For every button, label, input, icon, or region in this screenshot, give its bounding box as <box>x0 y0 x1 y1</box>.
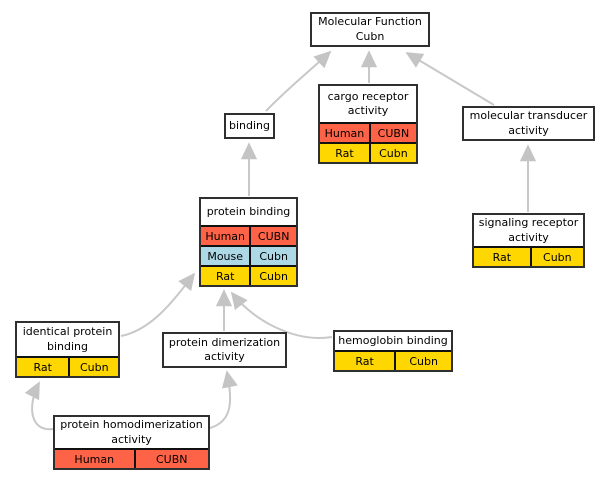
edge-binding-to-molecular-function <box>265 50 332 112</box>
annotation-row-rat[interactable]: Rat Cubn <box>17 356 118 376</box>
node-title: signaling receptor activity <box>478 216 579 244</box>
gene-cell: Cubn <box>529 248 583 266</box>
edge-hemoglobin-binding-to-protein-binding <box>230 291 333 339</box>
gene-cell: CUBN <box>368 124 416 142</box>
node-title: cargo receptor activity <box>327 89 409 117</box>
node-title: binding <box>228 118 270 132</box>
annotation-row-human[interactable]: Human CUBN <box>320 122 416 142</box>
annotation-row-human[interactable]: Human CUBN <box>55 448 208 468</box>
node-title: protein binding <box>206 204 291 218</box>
species-cell: Rat <box>33 360 52 374</box>
node-identical-protein-binding[interactable]: identical protein binding Rat Cubn <box>15 321 120 378</box>
annotation-row-rat[interactable]: Rat Cubn <box>320 142 416 162</box>
species-cell: Mouse <box>207 249 244 263</box>
node-cargo-receptor-activity[interactable]: cargo receptor activity Human CUBN Rat C… <box>318 84 418 164</box>
species-cell: Human <box>205 229 246 243</box>
node-molecular-function-cubn[interactable]: Molecular Function Cubn <box>310 12 430 47</box>
edge-identical-protein-binding-to-protein-binding <box>120 272 196 337</box>
annotation-row-rat[interactable]: Rat Cubn <box>474 246 583 266</box>
gene-cell: CUBN <box>249 227 296 245</box>
node-title: protein dimerization activity <box>168 335 281 363</box>
annotation-row-human[interactable]: Human CUBN <box>201 225 296 245</box>
edge-protein-homodimerization-to-protein-dimerization <box>209 370 238 429</box>
species-cell: Rat <box>335 146 354 160</box>
node-protein-homodimerization-activity[interactable]: protein homodimerization activity Human … <box>53 415 210 470</box>
annotation-row-mouse[interactable]: Mouse Cubn <box>201 245 296 265</box>
gene-cell: Cubn <box>394 352 451 370</box>
gene-cell: CUBN <box>133 450 208 468</box>
node-signaling-receptor-activity[interactable]: signaling receptor activity Rat Cubn <box>472 213 585 268</box>
species-cell: Rat <box>215 269 235 283</box>
species-cell: Human <box>324 126 365 140</box>
edge-protein-homodimerization-to-identical-protein-binding <box>24 381 54 431</box>
node-protein-dimerization-activity[interactable]: protein dimerization activity <box>162 332 287 368</box>
node-hemoglobin-binding[interactable]: hemoglobin binding Rat Cubn <box>333 330 453 372</box>
node-binding[interactable]: binding <box>224 113 275 139</box>
species-cell: Rat <box>492 250 512 264</box>
edge-molecular-transducer-to-molecular-function <box>405 52 495 106</box>
gene-cell: Cubn <box>249 267 296 285</box>
species-cell: Human <box>74 452 115 466</box>
node-protein-binding[interactable]: protein binding Human CUBN Mouse Cubn Ra… <box>199 197 298 287</box>
node-molecular-transducer-activity[interactable]: molecular transducer activity <box>462 106 595 141</box>
node-title: Molecular Function Cubn <box>318 15 422 43</box>
annotation-row-rat[interactable]: Rat Cubn <box>201 265 296 285</box>
node-title: identical protein binding <box>22 325 113 353</box>
gene-cell: Cubn <box>249 247 296 265</box>
species-cell: Rat <box>355 354 374 368</box>
node-title: protein homodimerization activity <box>60 418 203 446</box>
node-title: molecular transducer activity <box>469 109 588 137</box>
annotation-row-rat[interactable]: Rat Cubn <box>335 350 451 370</box>
node-title: hemoglobin binding <box>338 333 448 347</box>
gene-cell: Cubn <box>68 358 118 376</box>
gene-cell: Cubn <box>368 144 416 162</box>
